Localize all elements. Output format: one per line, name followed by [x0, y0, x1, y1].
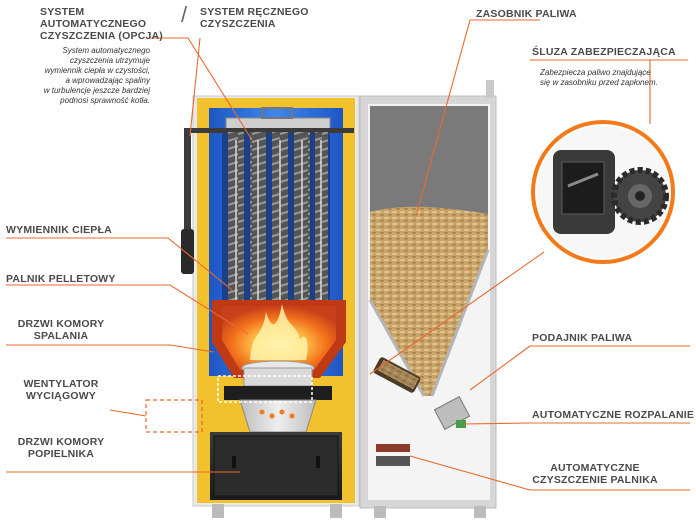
auto-cleaning-note-line: System automatycznego: [62, 46, 150, 55]
auto-cleaning-note-line: podnosi sprawność kotła.: [60, 96, 150, 105]
combustion-door-line2: SPALANIA: [33, 330, 89, 342]
exhaust-fan-line2: WYCIĄGOWY: [25, 390, 97, 402]
safety-lock-label: ŚLUZA ZABEZPIECZAJĄCA: [532, 46, 676, 58]
ash-pan: [210, 432, 342, 500]
ash-door-line1: DRZWI KOMORY: [17, 436, 105, 448]
auto-burner-cleaning-line1: AUTOMATYCZNE: [550, 462, 640, 474]
leader-lines: [6, 19, 690, 491]
auto-cleaning-note-line: czyszczenia utrzymuje: [69, 56, 150, 65]
auto-ignition-label: AUTOMATYCZNE ROZPALANIE: [532, 409, 695, 421]
manual-cleaning-label: SYSTEM RĘCZNEGO CZYSZCZENIA: [200, 6, 340, 30]
ash-door-line2: POPIELNIKA: [27, 448, 95, 460]
manual-cleaning-line1: SYSTEM RĘCZNEGO: [200, 6, 309, 18]
auto-cleaning-note-line: w turbulencje jeszcze bardziej: [43, 86, 150, 95]
auto-cleaning-note: System automatycznego czyszczenia utrzym…: [20, 46, 150, 106]
manual-cleaning-line2: CZYSZCZENIA: [200, 18, 276, 30]
auto-burner-cleaning-line2: CZYSZCZENIE PALNIKA: [532, 474, 658, 486]
combustion-door-label: DRZWI KOMORY SPALANIA: [6, 318, 116, 342]
ash-door-label: DRZWI KOMORY POPIELNIKA: [6, 436, 116, 460]
heat-exchanger-tubes: [228, 132, 328, 308]
auto-cleaning-label: SYSTEM AUTOMATYCZNEGO CZYSZCZENIA (OPCJA…: [40, 6, 190, 42]
heat-exchanger-label: WYMIENNIK CIEPŁA: [6, 224, 112, 236]
cleaning-mechanism: [181, 107, 354, 274]
combustion-door-line1: DRZWI KOMORY: [17, 318, 105, 330]
safety-lock-note: Zabezpiecza paliwo znajdujące się w zaso…: [540, 68, 690, 88]
exhaust-fan-line1: WENTYLATOR: [23, 378, 99, 390]
pellet-burner-label: PALNIK PELLETOWY: [6, 273, 116, 285]
safety-lock-note-line: się w zasobniku przed zapłonem.: [540, 78, 658, 87]
safety-lock-note-line: Zabezpiecza paliwo znajdujące: [540, 68, 651, 77]
fuel-feeder-label: PODAJNIK PALIWA: [532, 332, 633, 344]
auto-cleaning-line2: CZYSZCZENIA (OPCJA): [40, 30, 163, 42]
label-separator: /: [181, 2, 188, 27]
fuel-hopper-body: [359, 80, 497, 509]
auto-cleaning-line1: SYSTEM AUTOMATYCZNEGO: [40, 6, 147, 30]
auto-cleaning-note-line: a wprowadzając spaliny: [65, 76, 151, 85]
burner-assembly: [217, 375, 332, 433]
auto-burner-cleaning-label: AUTOMATYCZNE CZYSZCZENIE PALNIKA: [520, 462, 670, 486]
exhaust-fan-label: WENTYLATOR WYCIĄGOWY: [6, 378, 116, 402]
combustion-chamber: [212, 300, 346, 387]
rotary-valve-gear-icon: [531, 120, 675, 264]
auto-cleaning-note-line: wymiennik ciepła w czystości,: [44, 66, 150, 75]
fuel-hopper-label: ZASOBNIK PALIWA: [476, 8, 577, 20]
fan-marker: [145, 399, 203, 433]
